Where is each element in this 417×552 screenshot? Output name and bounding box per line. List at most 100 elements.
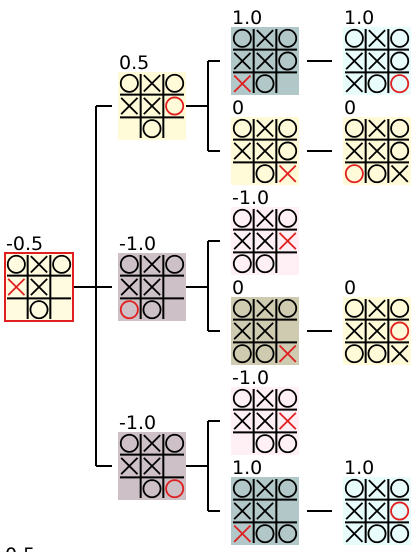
o-mark-icon — [119, 300, 139, 320]
o-mark-icon — [232, 208, 252, 228]
board-a1t: 1.0 — [343, 7, 411, 95]
tree-edges — [73, 60, 332, 512]
o-mark-icon — [278, 478, 298, 498]
x-mark-icon — [368, 479, 386, 498]
board-value-label: -1.0 — [119, 233, 156, 255]
x-mark-icon — [256, 142, 274, 160]
x-mark-icon — [233, 502, 252, 520]
x-mark-icon — [30, 255, 48, 274]
o-mark-icon — [119, 254, 139, 274]
x-mark-icon — [120, 278, 139, 296]
board-value-label: 1.0 — [232, 457, 262, 479]
o-mark-icon — [390, 74, 410, 94]
o-mark-icon — [278, 434, 298, 454]
o-mark-icon — [367, 164, 387, 184]
o-mark-icon — [6, 254, 26, 274]
o-mark-icon — [344, 478, 364, 498]
board-c1: -1.0 — [231, 367, 299, 455]
x-mark-icon — [256, 209, 274, 228]
board-a2t: 0 — [343, 97, 411, 185]
x-mark-icon — [345, 52, 364, 70]
board-root: -0.5 — [4, 233, 74, 322]
board-value-label: 0 — [344, 277, 356, 299]
x-mark-icon — [256, 412, 274, 430]
o-mark-icon — [367, 524, 387, 544]
x-mark-icon — [278, 344, 297, 363]
o-mark-icon — [390, 524, 410, 544]
x-mark-icon — [143, 278, 161, 296]
o-mark-icon — [278, 298, 298, 318]
x-mark-icon — [120, 97, 139, 115]
o-mark-icon — [278, 524, 298, 544]
x-mark-icon — [143, 255, 161, 274]
o-mark-icon — [119, 433, 139, 453]
x-mark-icon — [278, 164, 297, 183]
x-mark-icon — [345, 502, 364, 520]
o-mark-icon — [165, 73, 185, 93]
board-a: 0.5 — [118, 52, 186, 140]
o-mark-icon — [344, 118, 364, 138]
board-value-label: 1.0 — [344, 457, 374, 479]
board-value-label: 0 — [232, 277, 244, 299]
x-mark-icon — [143, 457, 161, 475]
o-mark-icon — [278, 141, 298, 161]
o-mark-icon — [232, 28, 252, 48]
x-mark-icon — [256, 232, 274, 250]
x-mark-icon — [143, 74, 161, 93]
o-mark-icon — [255, 434, 275, 454]
x-mark-icon — [368, 299, 386, 318]
o-mark-icon — [367, 74, 387, 94]
board-highlight-border — [4, 252, 74, 322]
board-b: -1.0 — [118, 233, 186, 321]
o-mark-icon — [165, 254, 185, 274]
o-mark-icon — [344, 28, 364, 48]
o-mark-icon — [278, 51, 298, 71]
board-b1: -1.0 — [231, 187, 299, 275]
x-mark-icon — [30, 278, 48, 296]
o-mark-icon — [119, 73, 139, 93]
x-mark-icon — [368, 502, 386, 520]
o-mark-icon — [344, 344, 364, 364]
o-mark-icon — [232, 254, 252, 274]
x-mark-icon — [345, 74, 364, 93]
o-mark-icon — [142, 479, 162, 499]
x-mark-icon — [233, 232, 252, 250]
x-mark-icon — [256, 299, 274, 318]
x-mark-icon — [7, 278, 26, 296]
x-mark-icon — [233, 52, 252, 70]
o-mark-icon — [255, 164, 275, 184]
o-mark-icon — [232, 298, 252, 318]
o-mark-icon — [390, 298, 410, 318]
o-mark-icon — [232, 388, 252, 408]
board-b2t: 0 — [343, 277, 411, 365]
board-value-label: 1.0 — [232, 7, 262, 29]
o-mark-icon — [165, 96, 185, 116]
o-mark-icon — [255, 254, 275, 274]
board-c2: 1.0 — [231, 457, 299, 545]
x-mark-icon — [390, 164, 409, 183]
o-mark-icon — [142, 119, 162, 139]
o-mark-icon — [232, 118, 252, 138]
board-value-label: -0.5 — [6, 233, 43, 255]
o-mark-icon — [278, 388, 298, 408]
x-mark-icon — [256, 479, 274, 498]
board-value-label: -1.0 — [232, 187, 269, 209]
x-mark-icon — [233, 524, 252, 543]
o-mark-icon — [278, 28, 298, 48]
x-mark-icon — [233, 142, 252, 160]
board-value-label: -1.0 — [232, 367, 269, 389]
x-mark-icon — [390, 344, 409, 363]
x-mark-icon — [233, 322, 252, 340]
x-mark-icon — [368, 142, 386, 160]
x-mark-icon — [256, 502, 274, 520]
o-mark-icon — [255, 524, 275, 544]
o-mark-icon — [390, 501, 410, 521]
x-mark-icon — [368, 52, 386, 70]
x-mark-icon — [345, 524, 364, 543]
o-mark-icon — [255, 344, 275, 364]
o-mark-icon — [390, 28, 410, 48]
board-value-label: 0 — [232, 97, 244, 119]
x-mark-icon — [368, 29, 386, 48]
